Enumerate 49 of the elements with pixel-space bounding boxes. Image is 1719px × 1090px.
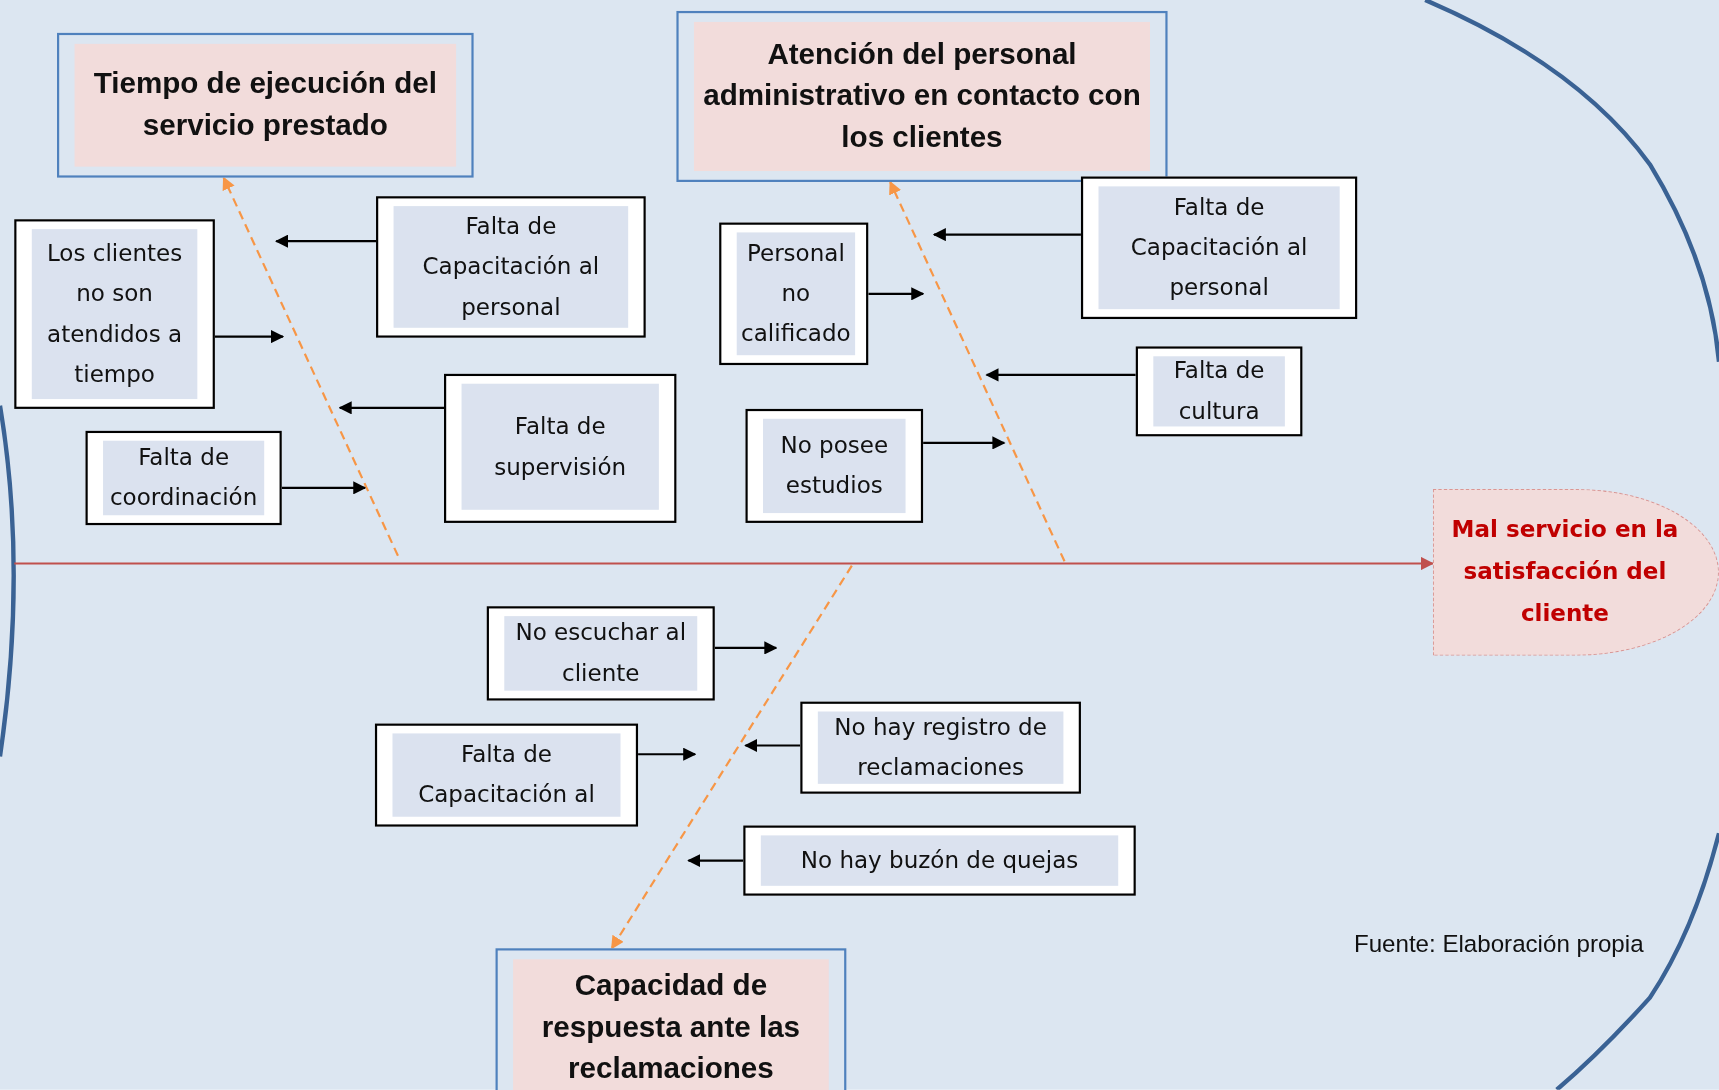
category-title: Tiempo de ejecución del servicio prestado — [74, 43, 457, 167]
arrow — [868, 287, 925, 301]
category-title: Capacidad de respuesta ante las reclamaciones — [513, 959, 829, 1090]
arrow — [744, 738, 801, 753]
cause-text: Personal no calificado — [736, 232, 855, 356]
arrow — [923, 436, 1006, 450]
cause-text: Falta de Capacitación al — [392, 733, 621, 817]
spine-arrow — [14, 556, 1435, 571]
cause-box — [85, 430, 282, 526]
category-box — [495, 948, 847, 1090]
cause-text: No escuchar al cliente — [504, 616, 698, 691]
cause-text: No hay registro de reclamaciones — [817, 711, 1064, 784]
cause-text: Falta de cultura — [1153, 356, 1285, 427]
effect-text: Mal servicio en la satisfacción del cliente — [1450, 515, 1680, 628]
cause-text: Falta de Capacitación al personal — [393, 206, 629, 328]
bone-arrow — [222, 176, 399, 557]
cause-box — [14, 219, 215, 409]
arrow — [281, 481, 367, 495]
cause-box — [486, 606, 715, 701]
arrow — [714, 641, 778, 655]
arrow — [687, 854, 744, 868]
source-note: Fuente: Elaboración propia — [1353, 929, 1644, 959]
effect-head — [1432, 488, 1719, 656]
arrow — [274, 234, 377, 248]
bone-arrow — [610, 565, 853, 950]
cause-box — [444, 373, 677, 523]
cause-text: No hay buzón de quejas — [760, 835, 1119, 886]
cause-box — [800, 701, 1081, 794]
cause-text: Falta de Capacitación al personal — [1098, 186, 1340, 310]
bone-arrow — [889, 180, 1066, 562]
cause-box — [376, 196, 646, 338]
category-box — [57, 32, 474, 178]
cause-text: Falta de supervisión — [461, 383, 659, 510]
cause-box — [1135, 346, 1303, 437]
arrow — [638, 747, 697, 761]
cause-box — [719, 222, 869, 366]
cause-text: Los clientes no son atendidos a tiempo — [31, 229, 198, 400]
arrow — [338, 401, 444, 415]
cause-box — [1080, 176, 1358, 319]
arrow — [932, 228, 1081, 242]
cause-box — [745, 408, 924, 523]
cause-box — [374, 723, 639, 827]
category-title: Atención del personal administrativo en contacto con los clientes — [693, 21, 1150, 171]
cause-text: No posee estudios — [763, 418, 906, 514]
cause-text: Falta de coordinación — [103, 440, 265, 516]
cause-box — [743, 825, 1136, 896]
arrow — [985, 368, 1136, 382]
category-box — [676, 10, 1168, 182]
arrow — [214, 330, 285, 344]
